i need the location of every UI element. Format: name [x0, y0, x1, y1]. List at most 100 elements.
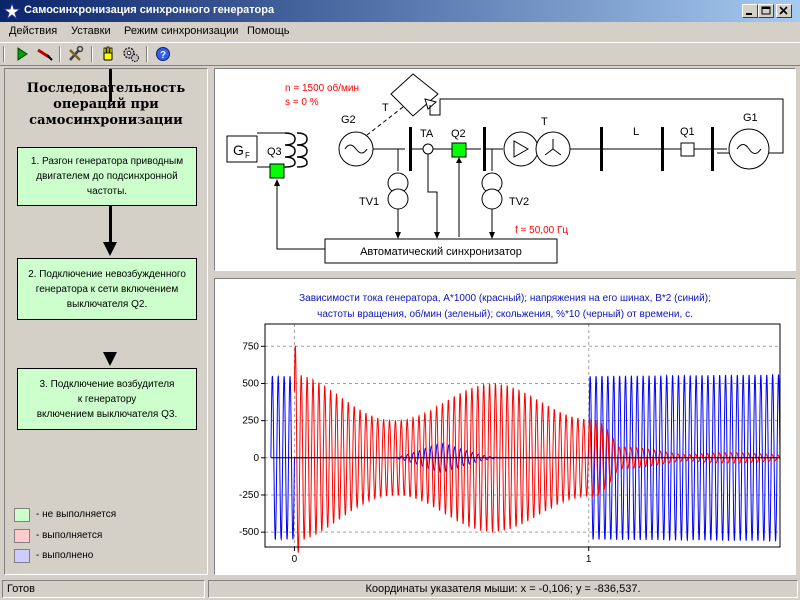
step-arrow-head	[103, 242, 117, 256]
tachometer-line	[429, 98, 784, 154]
step-1-box: 1. Разгон генератора приводным двигателе…	[17, 147, 197, 206]
field-winding	[284, 132, 296, 168]
status-mouse-coordinates: Координаты указателя мыши: x = -0,106; y…	[208, 580, 798, 598]
line-label: L	[633, 126, 639, 138]
bus-bar	[600, 127, 603, 171]
title-bar: Самосинхронизация синхронного генератора	[0, 0, 800, 22]
tv2-winding	[481, 188, 503, 210]
step-arrow	[109, 69, 112, 102]
switch-q1[interactable]	[680, 142, 695, 157]
sine-icon	[736, 144, 762, 154]
menu-actions[interactable]: Действия	[9, 25, 58, 37]
toolbar: ?	[0, 42, 800, 66]
slip-readout: s = 0 %	[285, 97, 319, 108]
step-arrow	[109, 206, 112, 244]
step-arrow-head	[103, 352, 117, 366]
plot-frame	[264, 323, 781, 548]
ta-label: TA	[420, 128, 434, 140]
tachometer-sensor	[390, 73, 439, 117]
auto-synchronizer-label: Автоматический синхронизатор	[360, 246, 522, 258]
help-button[interactable]: ?	[153, 45, 173, 63]
schematic-diagram: n = 1500 об/мин s = 0 % T G F Q3 G2 TA Q…	[226, 73, 784, 264]
tools-button[interactable]	[66, 45, 86, 63]
close-button[interactable]	[776, 4, 792, 18]
switch-q2[interactable]	[451, 142, 467, 158]
legend-swatch	[14, 549, 30, 563]
operations-panel: Последовательность операций при самосинх…	[4, 68, 208, 575]
minimize-icon	[746, 13, 752, 15]
tv1-winding	[387, 188, 409, 210]
app-icon	[3, 2, 21, 20]
menu-bar: Действия Уставки Режим синхронизации Пом…	[0, 22, 800, 42]
g1-label: G1	[743, 112, 758, 124]
svg-text:?: ?	[160, 50, 166, 61]
stop-icon	[37, 48, 53, 61]
chart-series	[270, 345, 781, 553]
maximize-button[interactable]	[758, 4, 774, 18]
settings-button[interactable]	[121, 45, 141, 63]
play-icon	[17, 47, 28, 61]
exciter-label: G	[233, 142, 244, 158]
switch-q3[interactable]	[269, 163, 285, 179]
series-current-line	[293, 345, 781, 553]
y-tick-label: -250	[239, 490, 259, 501]
g2-label: G2	[341, 114, 356, 126]
frequency-readout: f = 50,00 Гц	[515, 225, 568, 236]
transformer-label: T	[541, 116, 548, 128]
stop-button[interactable]	[35, 45, 55, 63]
exciter-box	[226, 135, 258, 163]
status-state: Готов	[2, 580, 205, 598]
settings-icon	[123, 47, 139, 62]
signal-arrow	[395, 232, 401, 239]
tv1-label: TV1	[359, 196, 379, 208]
q2-label: Q2	[451, 128, 466, 140]
operations-heading: Последовательность операций при самосинх…	[26, 81, 186, 128]
speed-readout: n = 1500 об/мин	[285, 82, 359, 94]
bus-bar	[409, 127, 412, 171]
exciter-label-sub: F	[245, 151, 250, 160]
y-tick-label: 750	[242, 341, 259, 352]
step-2-box: 2. Подключение невозбужденного генератор…	[17, 258, 197, 320]
step-3-box: 3. Подключение возбудителя к генератору …	[17, 368, 197, 430]
delta-icon	[513, 140, 530, 158]
tachometer-label: T	[382, 102, 389, 114]
signal-arrow	[434, 232, 440, 239]
field-winding	[296, 132, 308, 168]
maximize-icon	[761, 6, 771, 15]
hand-button[interactable]	[98, 45, 118, 63]
close-icon	[779, 6, 788, 15]
menu-settings[interactable]: Уставки	[71, 25, 111, 37]
tachometer-link	[366, 106, 404, 136]
tachometer-arrow	[424, 98, 438, 110]
menu-help[interactable]: Помощь	[247, 25, 290, 37]
bus-bar	[711, 127, 714, 171]
start-button[interactable]	[12, 45, 32, 63]
y-tick-label: 500	[242, 378, 259, 389]
y-tick-label: 250	[242, 416, 259, 427]
legend-swatch	[14, 529, 30, 543]
toolbar-separator	[59, 46, 61, 62]
x-tick-label: 0	[292, 554, 298, 565]
schematic-panel: n = 1500 об/мин s = 0 % T G F Q3 G2 TA Q…	[214, 68, 796, 271]
y-tick-label: 0	[253, 453, 259, 464]
star-icon	[544, 139, 562, 156]
chart-panel: Зависимости тока генератора, А*1000 (кра…	[214, 278, 796, 575]
signal-arrow	[456, 157, 462, 163]
legend-swatch	[14, 508, 30, 522]
ta-signal	[427, 154, 438, 236]
bus-bar	[661, 127, 664, 171]
sine-icon	[344, 144, 368, 154]
current-transformer-ta	[422, 143, 434, 155]
tools-icon	[69, 45, 84, 61]
toolbar-separator	[91, 46, 93, 62]
x-tick-label: 1	[586, 554, 592, 565]
q3-control	[276, 182, 325, 250]
auto-synchronizer-box[interactable]	[324, 238, 558, 264]
signal-arrow	[489, 232, 495, 239]
minimize-button[interactable]	[742, 4, 758, 18]
bus-bar	[483, 127, 486, 171]
toolbar-grip	[3, 46, 5, 62]
menu-sync-mode[interactable]: Режим синхронизации	[124, 25, 239, 37]
help-icon: ?	[156, 47, 170, 61]
